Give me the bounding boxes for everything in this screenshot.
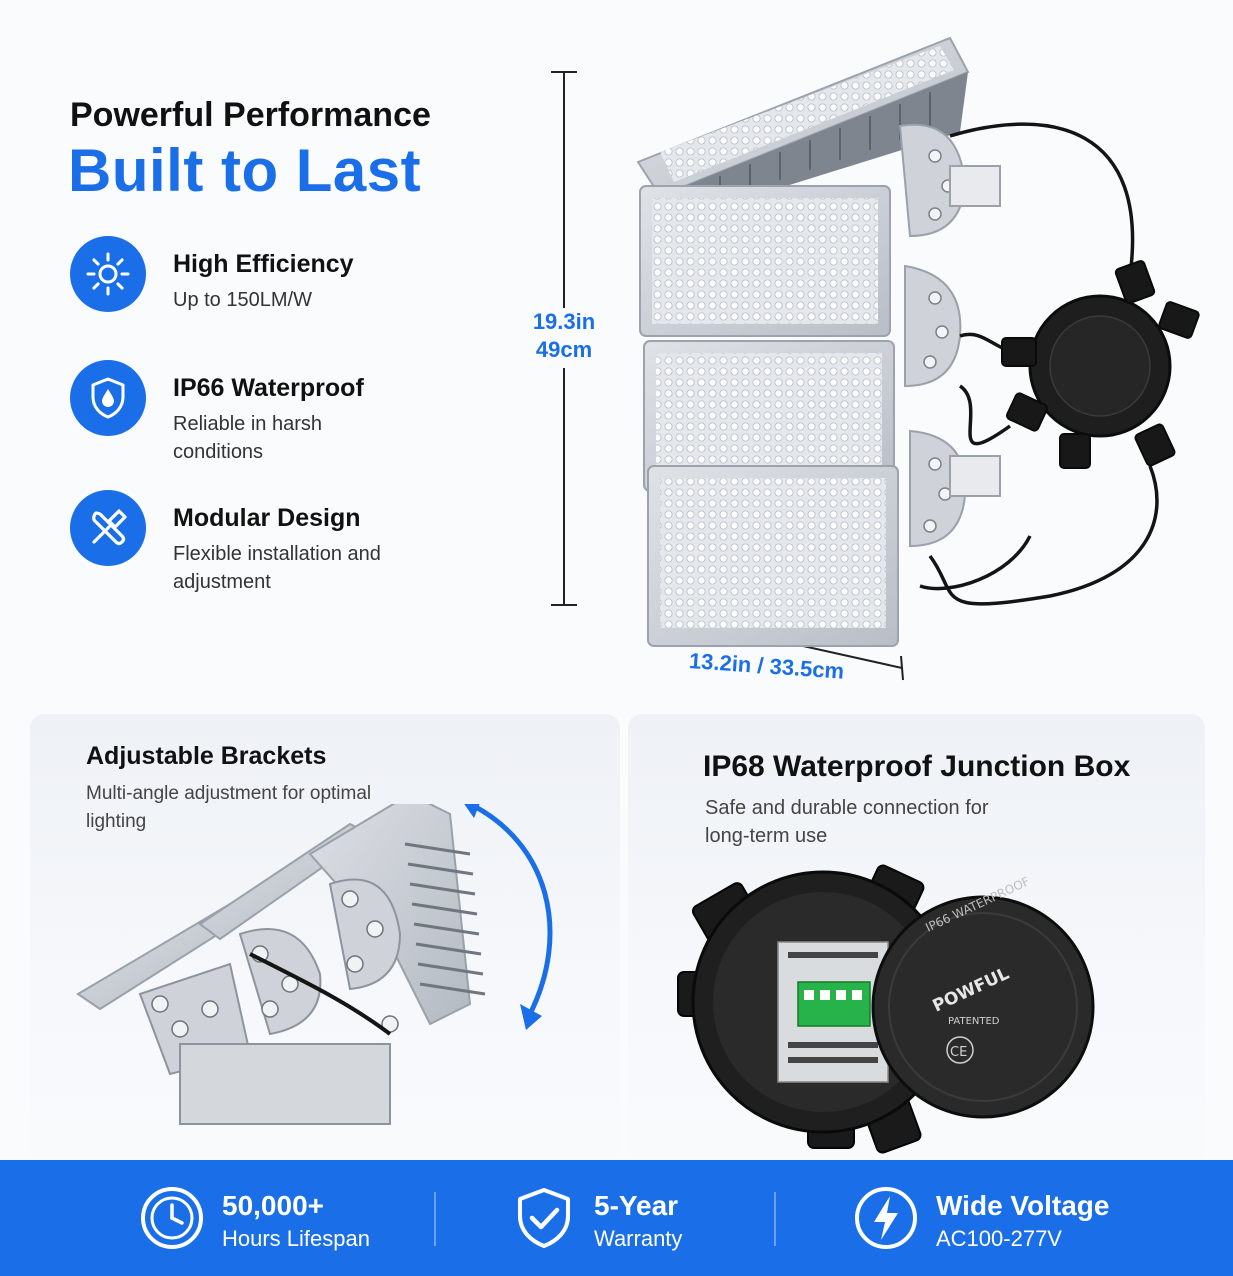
feature-high-efficiency: High Efficiency Up to 150LM/W xyxy=(70,236,490,346)
terminal-block xyxy=(777,941,889,1083)
feature-modular-design: Modular Design Flexible installation and… xyxy=(70,490,490,600)
card-description: Safe and durable connection for long-ter… xyxy=(705,797,989,847)
feature-title: Modular Design xyxy=(173,504,361,532)
adjustable-brackets-card: Adjustable Brackets Multi-angle adjustme… xyxy=(30,714,620,1162)
hero-title-line1: Powerful Performance xyxy=(70,96,431,134)
height-centimeters: 49cm xyxy=(535,337,593,362)
junction-box-image: IP66 WATERPROOF POWFUL PATENTED CE xyxy=(677,864,1095,1154)
lightning-icon xyxy=(855,1187,917,1249)
height-dimension-cap-top xyxy=(551,71,577,73)
spec-value: 5-Year xyxy=(594,1190,679,1221)
feature-title: IP66 Waterproof xyxy=(173,374,364,402)
height-dimension-cap-bottom xyxy=(551,604,577,606)
card-title: Adjustable Brackets xyxy=(86,742,327,770)
hero-title-line2: Built to Last xyxy=(68,137,422,204)
adjustable-bracket-image xyxy=(76,804,553,1125)
flood-light-product-image xyxy=(636,36,1200,647)
led-module-4 xyxy=(647,465,899,647)
clock-icon xyxy=(141,1187,203,1249)
spec-label: Hours Lifespan xyxy=(222,1226,370,1251)
feature-title: High Efficiency xyxy=(173,250,354,278)
card-description: Multi-angle adjustment for optimal light… xyxy=(86,783,372,832)
spec-value: 50,000+ xyxy=(222,1190,324,1221)
tools-icon xyxy=(70,490,146,566)
spec-label: Warranty xyxy=(594,1226,683,1251)
sun-icon xyxy=(70,236,146,312)
ce-mark: CE xyxy=(950,1045,967,1060)
spec-label: AC100-277V xyxy=(936,1226,1062,1251)
led-module-3 xyxy=(643,340,895,492)
feature-description: Up to 150LM/W xyxy=(173,289,312,311)
card-title: IP68 Waterproof Junction Box xyxy=(703,750,1131,783)
spec-warranty: 5-Year Warranty xyxy=(512,1160,752,1276)
top-tilted-module xyxy=(636,36,970,222)
feature-description: Flexible installation and adjustment xyxy=(173,543,381,593)
feature-ip66-waterproof: IP66 Waterproof Reliable in harsh condit… xyxy=(70,360,490,470)
feature-description: Reliable in harsh conditions xyxy=(173,413,322,463)
spec-lifespan: 50,000+ Hours Lifespan xyxy=(140,1160,440,1276)
water-shield-icon xyxy=(70,360,146,436)
led-module-2 xyxy=(639,185,891,337)
junction-box-card: IP68 Waterproof Junction Box Safe and du… xyxy=(628,714,1205,1162)
spec-divider xyxy=(434,1192,436,1246)
height-dimension-label: 19.3in 49cm xyxy=(514,308,614,368)
height-inches: 19.3in xyxy=(532,309,596,334)
lid-patented: PATENTED xyxy=(948,1016,1000,1027)
spec-value: Wide Voltage xyxy=(936,1190,1110,1221)
spec-voltage: Wide Voltage AC100-277V xyxy=(854,1160,1154,1276)
junction-box-small xyxy=(1001,260,1200,469)
shield-check-icon xyxy=(518,1188,570,1248)
spec-bar: 50,000+ Hours Lifespan 5-Year Warranty W… xyxy=(0,1160,1233,1276)
spec-divider xyxy=(774,1192,776,1246)
